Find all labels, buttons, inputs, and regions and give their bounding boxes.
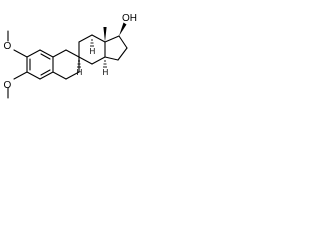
h9-label: H <box>77 68 83 77</box>
double-bond-a2 <box>40 69 51 76</box>
ring-a-aromatic <box>26 49 54 80</box>
bond-c2-o <box>13 49 28 58</box>
bond-b1 <box>52 49 67 58</box>
bond-d2 <box>118 35 128 49</box>
ring-d <box>104 35 128 61</box>
bond-d4 <box>104 56 119 61</box>
h14-label: H <box>103 68 109 77</box>
bond-a5 <box>26 71 41 80</box>
oh-wedge-bond <box>119 22 127 36</box>
bond-c3 <box>91 34 106 43</box>
bond-a2 <box>39 49 54 58</box>
bond-c2 <box>78 34 93 43</box>
h8-hash-bond <box>90 39 94 47</box>
molecule-structure-diagram: O O OH H H H <box>0 0 149 112</box>
methyl-wedge-bond <box>103 27 107 42</box>
hydroxyl-label: OH <box>122 13 137 24</box>
h9-hash-bond <box>77 60 81 68</box>
bond-d1 <box>104 35 120 43</box>
structure-svg: O O OH H H H <box>4 13 137 99</box>
methoxy-bottom <box>7 71 28 99</box>
bond-b5 <box>52 71 67 80</box>
bond-a1 <box>26 49 41 58</box>
ring-c <box>78 34 106 65</box>
bond-d3 <box>117 47 128 61</box>
ring-b <box>52 49 80 80</box>
h8-label: H <box>90 47 96 56</box>
methoxy-top <box>7 30 28 58</box>
oxygen-label-bottom: O <box>4 80 12 91</box>
bond-a4 <box>39 71 54 80</box>
double-bond-a1 <box>40 53 51 60</box>
h14-hash-bond <box>103 60 107 68</box>
bond-b4 <box>65 71 80 80</box>
bond-c6 <box>78 56 93 65</box>
bond-c5 <box>91 56 106 65</box>
bond-c3-o <box>13 71 28 80</box>
bond-b2 <box>65 49 80 58</box>
oxygen-label-top: O <box>4 41 12 52</box>
